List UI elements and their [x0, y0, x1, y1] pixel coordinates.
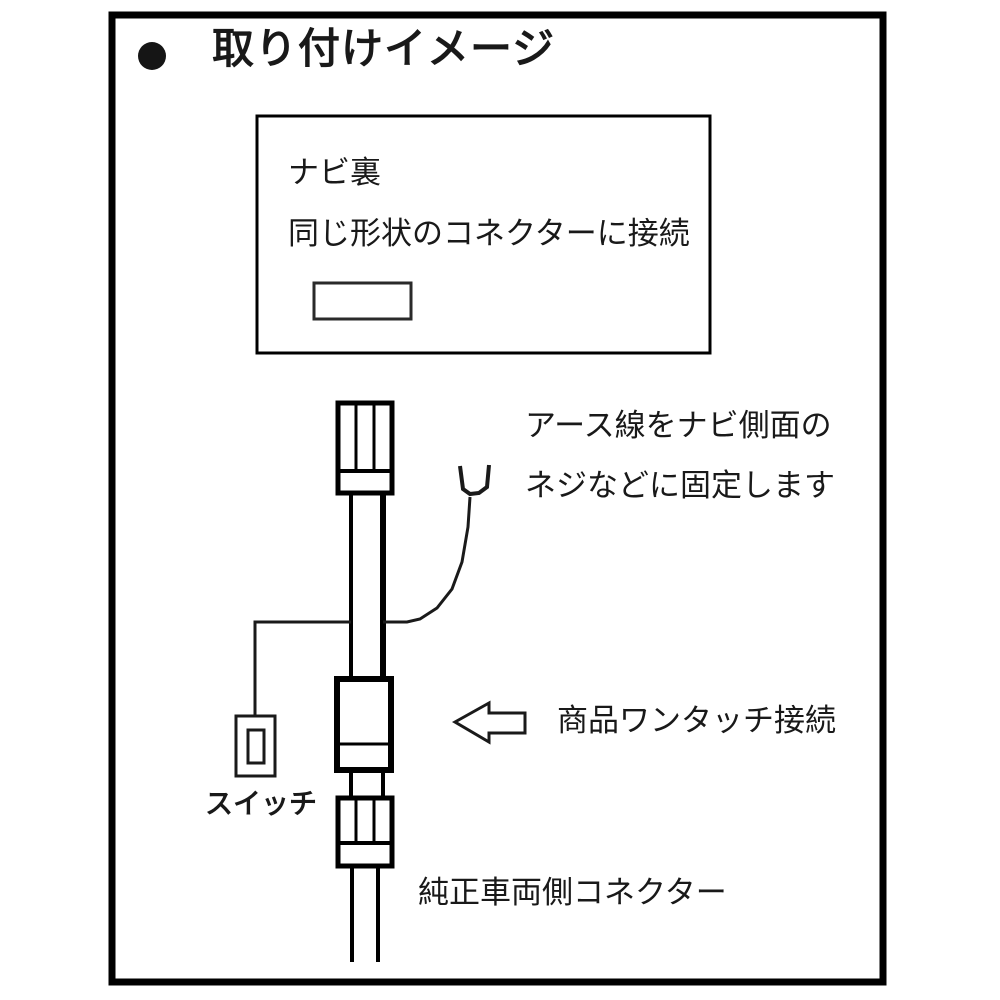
oem-connector-label: 純正車両側コネクター — [418, 875, 727, 910]
switch-label: スイッチ — [205, 788, 318, 819]
switch-body — [234, 714, 277, 778]
left-arrow-icon — [451, 700, 527, 745]
ground-wire-annotation-line2: ネジなどに固定します — [525, 468, 835, 503]
ground-wire-annotation-line1: アース線をナビ側面の — [525, 408, 832, 443]
filled-circle-bullet — [138, 42, 166, 70]
product-connector — [334, 676, 394, 773]
note-line-navi-back: ナビ裏 — [288, 155, 381, 190]
note-box-placeholder-rect — [312, 281, 413, 321]
vehicle-side-connector — [335, 795, 395, 869]
note-box — [255, 114, 712, 355]
one-touch-connection-label: 商品ワンタッチ接続 — [557, 703, 836, 738]
note-line-same-shape-connector: 同じ形状のコネクターに接続 — [288, 216, 690, 251]
switch-branch-wire — [253, 620, 351, 716]
vehicle-harness-tail — [350, 866, 380, 962]
outer-frame-border — [108, 11, 887, 986]
harness-cable-upper — [349, 493, 386, 679]
ground-wire — [383, 464, 491, 624]
navi-side-connector — [335, 400, 395, 496]
page-title: 取り付けイメージ — [212, 25, 556, 72]
harness-cable-lower-link — [349, 770, 385, 798]
